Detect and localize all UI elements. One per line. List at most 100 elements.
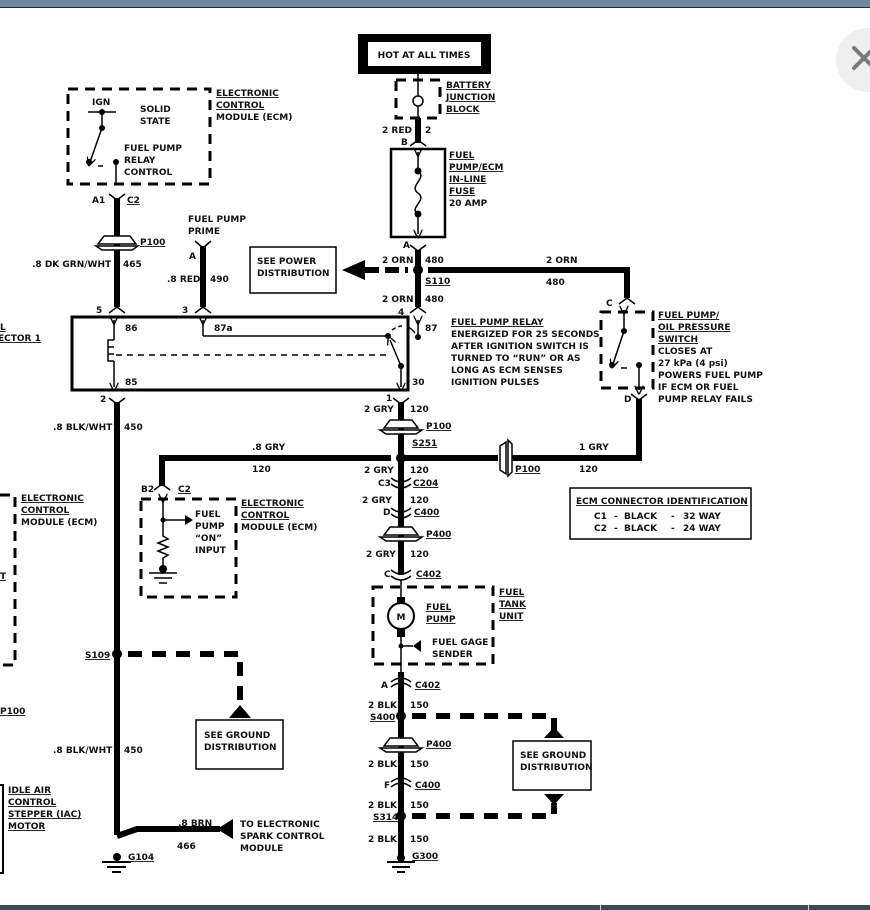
wire-1-gry-color: 1 GRY xyxy=(579,443,609,453)
connector-c400-upper-label: C400 xyxy=(414,508,439,518)
ecm-input-module-label-1: ELECTRONIC xyxy=(241,499,304,509)
battery-junction-label-3: BLOCK xyxy=(446,105,481,115)
fuel-pump-prime-label-1: FUEL PUMP xyxy=(188,215,246,225)
connector-pin-4 xyxy=(409,306,427,314)
splice-s400 xyxy=(396,711,406,721)
top-toolbar xyxy=(0,0,870,8)
connector-c402-lower-label: C402 xyxy=(415,681,440,691)
splice-s110 xyxy=(413,265,423,275)
spark-control-label-1: TO ELECTRONIC xyxy=(240,820,320,830)
connector-c402-upper-label: C402 xyxy=(416,570,441,580)
wire-120-c402-circuit: 120 xyxy=(410,550,429,560)
connector-c204-label: C204 xyxy=(413,479,438,489)
wire-466-circuit: 466 xyxy=(177,842,196,852)
relay-desc-2: ENERGIZED FOR 25 SECONDS xyxy=(451,330,600,340)
connector-row-2-ways: 24 WAY xyxy=(683,524,721,534)
iac-label-2: CONTROL xyxy=(8,798,57,808)
see-power-distribution-box[interactable]: SEE POWER DISTRIBUTION xyxy=(249,246,337,294)
fuel-pump-prime-label-2: PRIME xyxy=(188,227,220,237)
pass-through-p400-lower xyxy=(377,737,425,753)
wire-450-lower-color: .8 BLK/WHT xyxy=(53,746,113,756)
oil-switch-title-3: SWITCH xyxy=(658,335,698,345)
connector-row-2-color: BLACK xyxy=(624,524,658,534)
see-ground-distribution-right[interactable]: SEE GROUND DISTRIBUTION xyxy=(512,740,593,791)
connector-c204 xyxy=(390,477,412,489)
wire-08-gry-color: .8 GRY xyxy=(252,443,286,453)
see-ground-distribution-left[interactable]: SEE GROUND DISTRIBUTION xyxy=(195,719,284,770)
fuel-gage-sender-label-2: SENDER xyxy=(432,650,473,660)
ground-arrow-up xyxy=(544,727,564,738)
fuel-tank-unit: M FUEL PUMP FUEL GAGE SENDER FUEL TANK U… xyxy=(371,580,527,690)
wire-08-gry xyxy=(159,455,391,486)
connector-pin-5 xyxy=(108,306,126,314)
bottom-toolbar xyxy=(0,905,870,910)
splice-s400-label: S400 xyxy=(370,713,395,723)
wire-465-circuit: 465 xyxy=(123,260,142,270)
relay-control-label-3: CONTROL xyxy=(124,168,173,178)
ecm-input-module-label-2: CONTROL xyxy=(241,511,290,521)
wire-150-b-circuit: 150 xyxy=(410,760,429,770)
wire-120-c400-color: 2 GRY xyxy=(362,496,392,506)
wire-150-b-color: 2 BLK xyxy=(368,760,398,770)
arrow-to-spark-control xyxy=(217,819,233,839)
wire-150-d-color: 2 BLK xyxy=(368,835,398,845)
pin-a1: A1 xyxy=(92,196,105,206)
left-p100-label: P100 xyxy=(0,707,25,717)
hot-at-all-times-label: HOT AT ALL TIMES xyxy=(378,51,471,61)
ground-g300-symbol xyxy=(387,854,415,873)
splice-s251-label: S251 xyxy=(412,439,437,449)
splice-s314-label: S314 xyxy=(373,813,398,823)
wire-150-a-circuit: 150 xyxy=(410,701,429,711)
ecm-left-label-1: ELECTRONIC xyxy=(21,494,84,504)
relay-pin-87a: 87a xyxy=(214,324,233,334)
ecm-top-label-1: ELECTRONIC xyxy=(216,89,279,99)
pin-a-prime: A xyxy=(189,252,196,262)
wire-08-gry-circuit: 120 xyxy=(252,465,271,475)
ecm-connector-identification-box: ECM CONNECTOR IDENTIFICATION C1 - BLACK … xyxy=(569,487,752,540)
connector-row-2-name: C2 xyxy=(594,524,607,534)
pin-d-c400: D xyxy=(383,508,390,518)
wire-120-relay-circuit: 120 xyxy=(410,405,429,415)
wire-150-c-circuit: 150 xyxy=(410,801,429,811)
see-power-label-1: SEE POWER xyxy=(257,257,316,267)
wire-orn-right-color: 2 ORN xyxy=(546,256,578,266)
pass-through-p100-left xyxy=(93,235,141,251)
relay-pin-85: 85 xyxy=(125,378,138,388)
oil-switch-desc-1: CLOSES AT xyxy=(658,347,713,357)
fuse-label-1: FUEL xyxy=(449,151,475,161)
fuel-pump-relay: 86 87a 87 85 30 xyxy=(70,315,438,392)
oil-switch-desc-4: IF ECM OR FUEL xyxy=(658,383,739,393)
hot-at-all-times-box: HOT AT ALL TIMES xyxy=(358,34,491,74)
wire-490-circuit: 490 xyxy=(210,275,229,285)
battery-junction-label-1: BATTERY xyxy=(446,81,491,91)
wire-orn-to-oil-switch xyxy=(428,267,630,298)
p400-lower-label: P400 xyxy=(426,740,451,750)
pin-3: 3 xyxy=(182,306,188,316)
battery-junction-label-2: JUNCTION xyxy=(445,93,495,103)
splice-s109 xyxy=(112,649,122,659)
see-power-label-2: DISTRIBUTION xyxy=(257,269,330,279)
iac-label-4: MOTOR xyxy=(8,822,45,832)
wire-465-color: .8 DK GRN/WHT xyxy=(32,260,112,270)
fuel-pump-ecm-fuse: FUEL PUMP/ECM IN-LINE FUSE 20 AMP xyxy=(389,149,503,237)
wire-466 xyxy=(116,826,220,839)
solid-state-label-2: STATE xyxy=(140,117,170,127)
wire-120-c204-circuit: 120 xyxy=(410,466,429,476)
ecm-left-label-2: CONTROL xyxy=(21,506,70,516)
oil-switch-title-2: OIL PRESSURE xyxy=(658,323,731,333)
splice-s110-label: S110 xyxy=(425,277,450,287)
wire-120-c204-color: 2 GRY xyxy=(364,466,394,476)
svg-text:-: - xyxy=(671,512,675,522)
splice-s109-label: S109 xyxy=(85,651,110,661)
fuse-label-4: FUSE xyxy=(449,187,475,197)
fuel-tank-label-1: FUEL xyxy=(499,588,525,598)
pass-through-p100-center xyxy=(377,419,425,435)
p100-label-right: P100 xyxy=(515,465,540,475)
svg-text:-: - xyxy=(671,524,675,534)
connector-b2 xyxy=(153,483,171,491)
fuse-label-3: IN-LINE xyxy=(449,175,486,185)
pin-b2: B2 xyxy=(141,485,154,495)
wire-orn-right-circuit: 480 xyxy=(546,278,565,288)
ecm-top-label-2: CONTROL xyxy=(216,101,265,111)
